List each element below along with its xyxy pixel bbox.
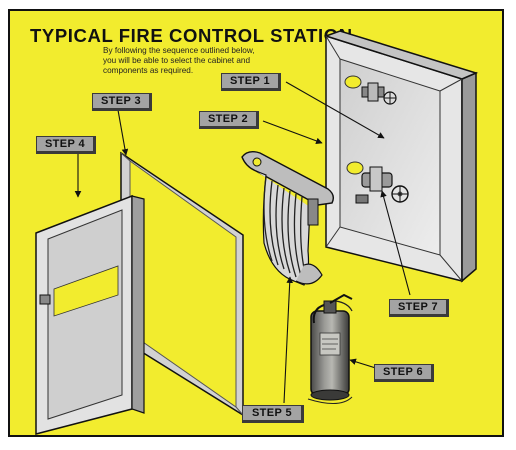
step1-label: STEP 1 [221, 73, 281, 91]
step5-label: STEP 5 [242, 405, 304, 423]
intro-line: components as required. [103, 66, 194, 75]
diagram-title: TYPICAL FIRE CONTROL STATION [30, 25, 353, 46]
step4-label: STEP 4 [36, 136, 96, 154]
lower-angle-valve-icon [355, 166, 409, 204]
hose-rack-icon [241, 150, 335, 286]
step6-label: STEP 6 [374, 364, 434, 382]
leader-line [262, 120, 323, 145]
step2-label: STEP 2 [199, 111, 259, 129]
leader-line [283, 276, 294, 404]
diagram-panel: TYPICAL FIRE CONTROL STATION By followin… [8, 9, 504, 437]
fire-extinguisher-icon [307, 293, 353, 404]
leader-line [117, 109, 129, 156]
illustration [35, 30, 479, 435]
upper-hose-valve-icon [361, 82, 397, 105]
cabinet-frame-door-icon [35, 194, 145, 435]
step3-label: STEP 3 [92, 93, 152, 111]
cabinet-tub-icon [323, 30, 479, 283]
leader-line [285, 81, 385, 139]
leader-line [380, 190, 411, 296]
intro-line: By following the sequence outlined below… [103, 46, 255, 55]
intro-line: you will be able to select the cabinet a… [103, 56, 251, 65]
intro-text: By following the sequence outlined below… [103, 46, 303, 76]
step7-label: STEP 7 [389, 299, 449, 317]
